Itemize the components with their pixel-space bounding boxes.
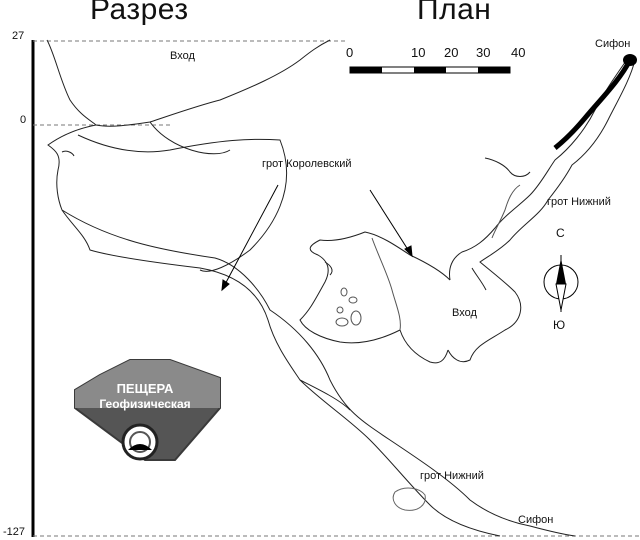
logo-icon — [121, 423, 159, 461]
badge-line2: Геофизическая — [99, 397, 191, 411]
depth-zero-label: 0 — [20, 114, 27, 126]
plan-title: План — [417, 0, 492, 26]
plan-arrows — [369, 189, 413, 258]
plan-lakes — [335, 287, 362, 327]
scale-tick-20: 20 — [444, 45, 459, 60]
plan-siphon-lake — [623, 54, 637, 66]
compass-north-label: С — [556, 226, 565, 240]
plan-passage — [299, 54, 636, 364]
compass-south-label: Ю — [553, 318, 566, 332]
depth-bottom-label: -127 — [3, 526, 26, 538]
cave-badge — [74, 359, 221, 461]
plan-grotto-royal-label: грот Королевский — [262, 158, 352, 170]
depth-top-label: 27 — [12, 30, 25, 42]
section-title: Разрез — [90, 0, 189, 26]
section-passage — [46, 39, 576, 537]
compass-icon — [543, 255, 579, 312]
badge-line1: ПЕЩЕРА — [116, 381, 174, 396]
plan-entrance-label: Вход — [452, 307, 477, 319]
plan-grotto-lower-label: грот Нижний — [547, 196, 611, 208]
section-siphon-label: Сифон — [518, 514, 554, 526]
section-arrows — [221, 184, 279, 292]
scale-tick-40: 40 — [511, 45, 526, 60]
scale-bar — [349, 66, 511, 74]
scale-tick-10: 10 — [411, 45, 426, 60]
scale-tick-30: 30 — [476, 45, 491, 60]
section-entrance-label: Вход — [170, 50, 195, 62]
plan-siphon-passage — [553, 58, 633, 150]
plan-siphon-label: Сифон — [595, 38, 631, 50]
scale-tick-0: 0 — [346, 45, 354, 60]
section-grotto-lower-label: грот Нижний — [420, 470, 484, 482]
